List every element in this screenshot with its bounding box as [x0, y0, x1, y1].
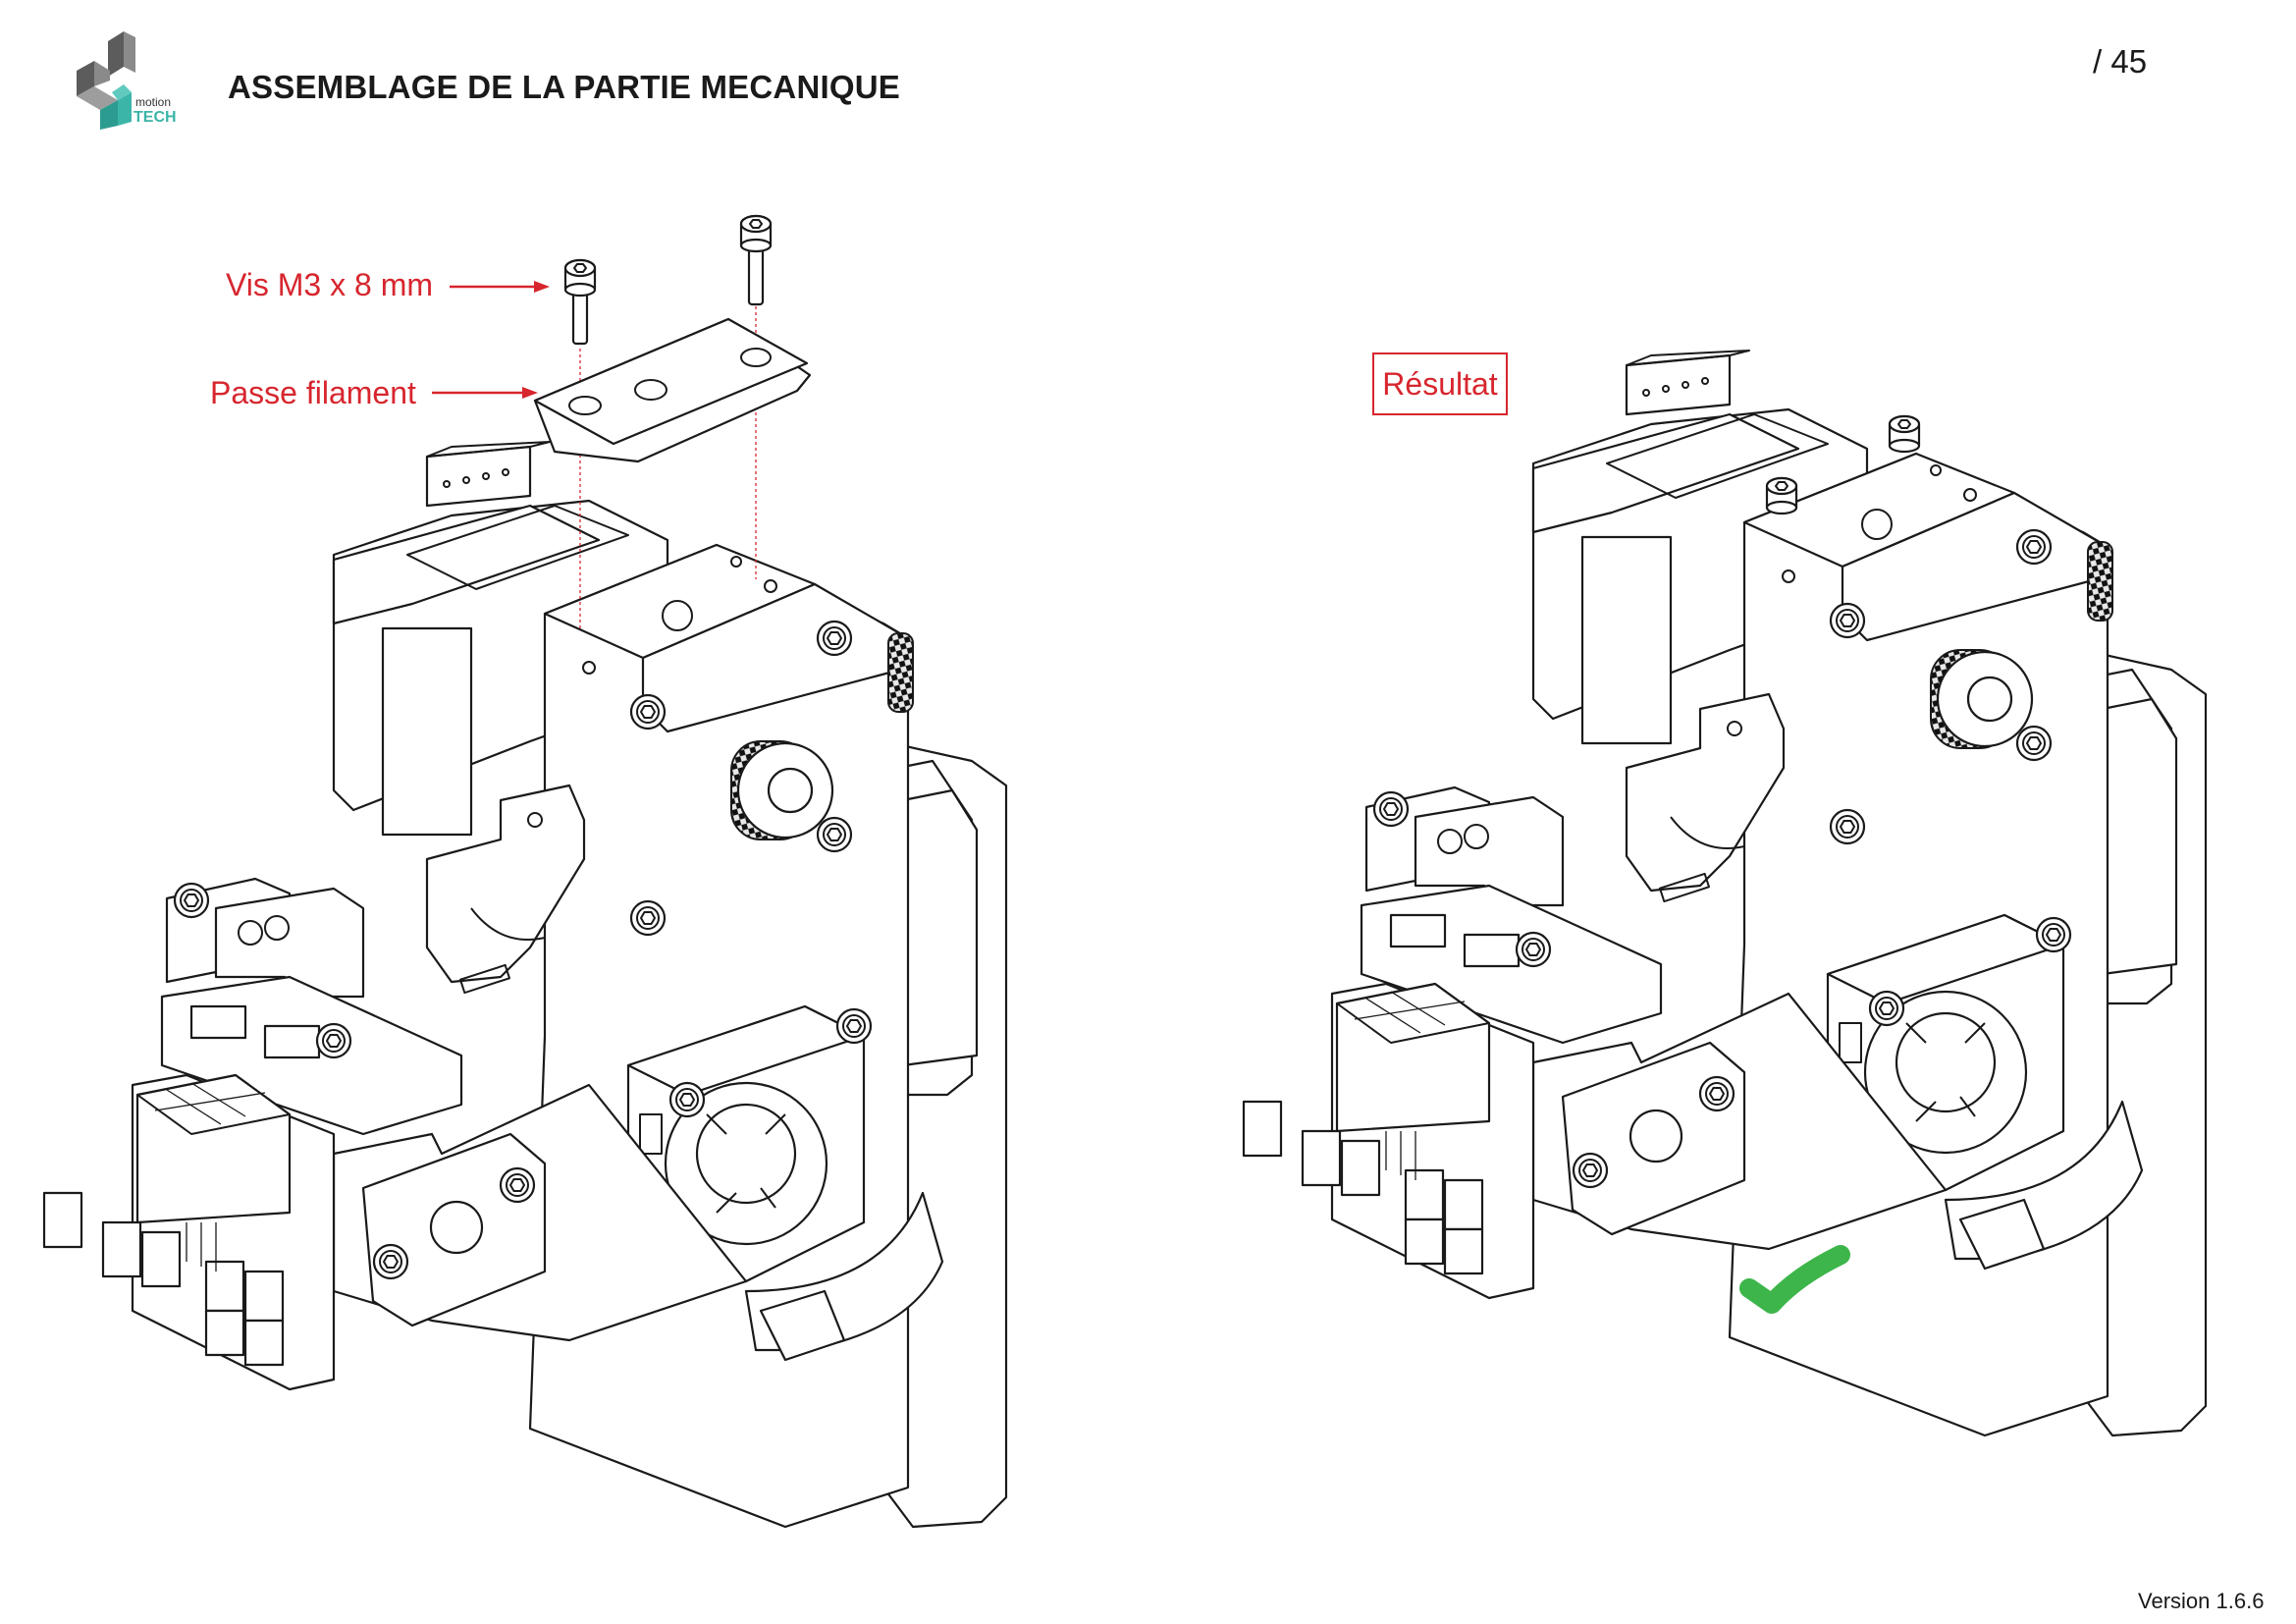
- page-number: / 45: [2093, 43, 2148, 80]
- emotion-tech-logo: motion TECH: [77, 31, 177, 130]
- screw-label: Vis M3 x 8 mm: [226, 267, 433, 302]
- screw-arrow: [450, 281, 550, 293]
- filament-guide-plate: [533, 317, 812, 463]
- version-label: Version 1.6.6: [2138, 1589, 2265, 1613]
- filament-guide-label: Passe filament: [210, 375, 416, 410]
- assembled-result-drawing: [1244, 351, 2206, 1435]
- logo-text-motion: motion: [135, 95, 171, 109]
- exploded-assembly-drawing: [44, 442, 1006, 1527]
- logo-text-tech: TECH: [133, 109, 177, 126]
- logo-gray-blocks-icon: [77, 31, 135, 110]
- screw-left-icon: [563, 258, 597, 346]
- result-label: Résultat: [1382, 365, 1498, 402]
- filament-guide-arrow: [432, 387, 538, 399]
- page-title: ASSEMBLAGE DE LA PARTIE MECANIQUE: [228, 69, 900, 105]
- checkmark-icon: [1739, 1245, 1850, 1314]
- logo-teal-block-icon: [100, 84, 132, 130]
- result-label-box: Résultat: [1372, 352, 1508, 415]
- screw-right-icon: [739, 214, 773, 306]
